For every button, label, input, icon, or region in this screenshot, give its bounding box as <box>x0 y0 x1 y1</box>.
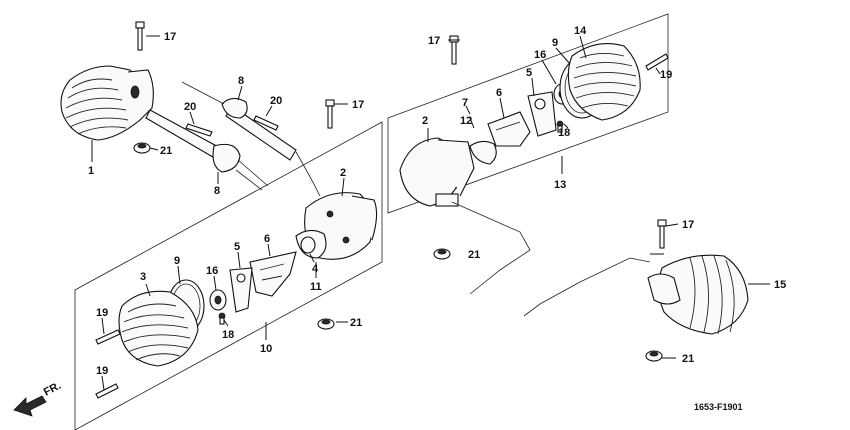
callout-21-right-box: 21 <box>468 249 480 261</box>
callout-14: 14 <box>574 25 587 37</box>
callout-17-top-left: 17 <box>164 31 176 43</box>
nut-21-center-icon <box>317 318 335 330</box>
socket-4-left <box>295 229 327 259</box>
callout-8-bottom: 8 <box>214 185 220 197</box>
wire-right-upper <box>451 201 531 295</box>
callout-16-left: 16 <box>206 265 218 277</box>
callout-6-left: 6 <box>264 233 270 245</box>
winker-lens-14-right <box>567 43 641 121</box>
leader-lines <box>91 35 770 391</box>
screw-19-left-upper-icon <box>95 329 121 345</box>
nut-21-lower-right-icon <box>645 350 663 362</box>
diagram-code: 1653-F1901 <box>694 402 743 412</box>
callout-21-center: 21 <box>350 317 362 329</box>
callout-17-lower-right: 17 <box>682 219 694 231</box>
winker-housing-2-right <box>399 137 475 207</box>
bracket-6-right <box>487 111 531 147</box>
bracket-6-left <box>249 251 297 297</box>
screw-18-left-icon <box>218 312 226 325</box>
callout-9-right: 9 <box>552 37 558 49</box>
callout-21-top-left: 21 <box>160 145 172 157</box>
bolt-17-top-left-icon <box>135 21 145 51</box>
callout-1: 1 <box>88 165 94 177</box>
bulb-16-left <box>209 289 227 311</box>
callout-4: 4 <box>312 263 319 275</box>
callout-2-right: 2 <box>422 115 428 127</box>
screw-18-right-icon <box>556 120 564 133</box>
wire-right-lower <box>523 257 651 317</box>
nut-21-right-box-icon <box>433 248 451 260</box>
callout-18-left: 18 <box>222 329 234 341</box>
winker-stem-left <box>145 109 269 191</box>
front-direction-arrow: FR. <box>13 380 63 417</box>
callout-20-left: 20 <box>184 101 196 113</box>
winker-stem-right <box>181 81 321 197</box>
callout-18-right: 18 <box>558 127 570 139</box>
callout-6-right: 6 <box>496 87 502 99</box>
direction-label: FR. <box>42 380 63 399</box>
screw-19-right-icon <box>645 53 669 71</box>
callout-12: 12 <box>460 115 472 127</box>
callout-17-middle: 17 <box>352 99 364 111</box>
winker-lens-front-left <box>60 65 154 141</box>
callout-7: 7 <box>462 97 468 109</box>
callout-21-lower-right: 21 <box>682 353 694 365</box>
callout-13: 13 <box>554 179 566 191</box>
bolt-17-middle-icon <box>325 99 335 129</box>
nut-21-top-left-icon <box>133 142 151 154</box>
callout-3: 3 <box>140 271 146 283</box>
callout-5-left: 5 <box>234 241 240 253</box>
socket-12-right <box>469 140 497 165</box>
plate-5-left <box>229 267 253 313</box>
callout-labels: 1 17 20 8 20 8 17 21 2 3 9 16 5 6 4 11 1… <box>88 25 786 377</box>
screw-20-left-icon <box>185 123 213 137</box>
winker-lens-3-left <box>118 290 199 367</box>
bolt-17-top-right-icon <box>449 35 459 65</box>
screw-20-right-icon <box>253 115 279 131</box>
callout-16-right: 16 <box>534 49 546 61</box>
assembly-outline-left <box>74 121 383 430</box>
winker-15-lower-right <box>647 254 749 335</box>
callout-5-right: 5 <box>526 67 532 79</box>
callout-9-left: 9 <box>174 255 180 267</box>
plate-5-right <box>527 91 557 137</box>
assembly-outline-right <box>387 13 669 214</box>
callout-19-left-lower: 19 <box>96 365 108 377</box>
callout-2-left: 2 <box>340 167 346 179</box>
arrow-icon <box>13 395 47 417</box>
callout-11: 11 <box>310 281 322 293</box>
callout-17-top-right: 17 <box>428 35 440 47</box>
callout-20-right: 20 <box>270 95 282 107</box>
callout-8-top: 8 <box>238 75 244 87</box>
callout-19-left-upper: 19 <box>96 307 108 319</box>
callout-10: 10 <box>260 343 272 355</box>
callout-15: 15 <box>774 279 786 291</box>
screw-19-left-lower-icon <box>95 383 119 399</box>
bolt-17-lower-right-icon <box>657 219 667 249</box>
callout-19-right: 19 <box>660 69 672 81</box>
